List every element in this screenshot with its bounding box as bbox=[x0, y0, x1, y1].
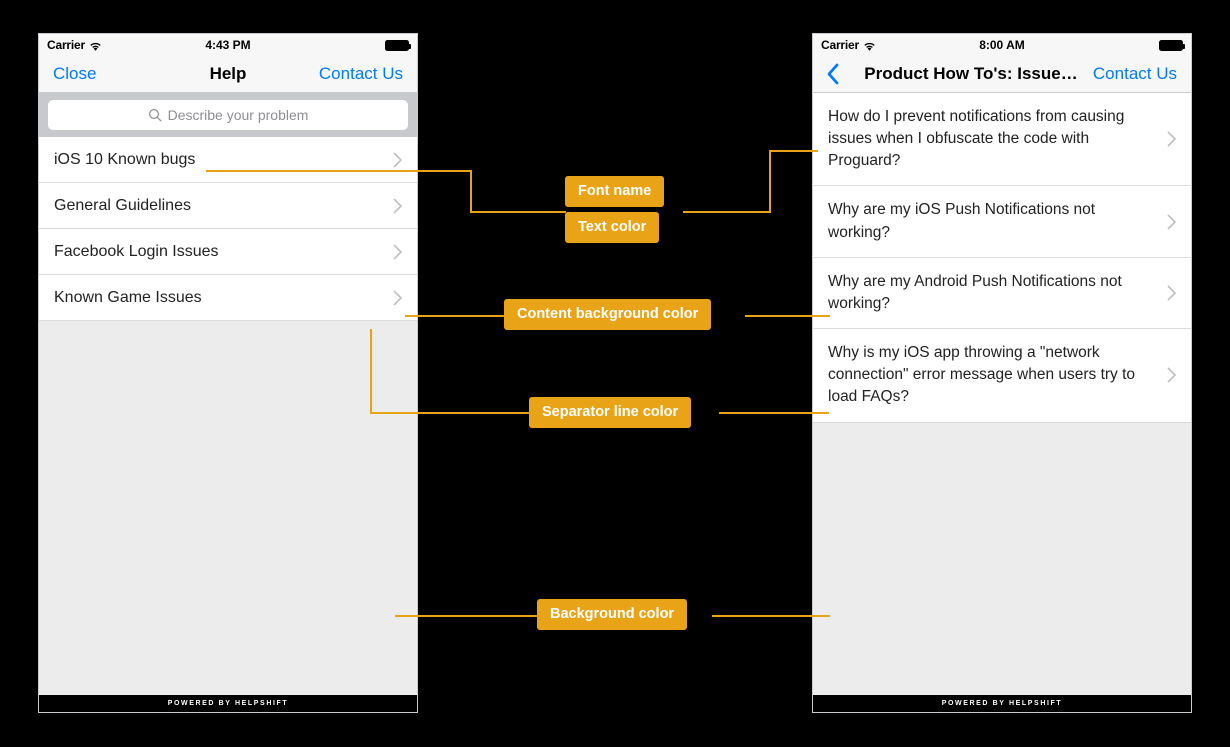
list-item-label: General Guidelines bbox=[54, 197, 191, 215]
search-icon bbox=[148, 108, 162, 122]
status-bar: Carrier 8:00 AM bbox=[813, 34, 1191, 56]
contact-us-button[interactable]: Contact Us bbox=[318, 64, 403, 83]
chevron-right-icon bbox=[1166, 366, 1177, 384]
leader-line-text-color-right bbox=[683, 211, 771, 213]
list-item[interactable]: Why is my iOS app throwing a "network co… bbox=[813, 329, 1191, 423]
annotation-text-color: Text color bbox=[565, 212, 660, 243]
chevron-right-icon bbox=[1166, 284, 1177, 302]
leader-line-font-name-left bbox=[470, 211, 566, 213]
list-item-label: Facebook Login Issues bbox=[54, 243, 219, 261]
back-chevron-icon bbox=[827, 63, 840, 85]
wifi-icon bbox=[863, 41, 876, 51]
list-item[interactable]: How do I prevent notifications from caus… bbox=[813, 93, 1191, 187]
list-item-label: Known Game Issues bbox=[54, 289, 202, 307]
list-item-label: Why are my iOS Push Notifications not wo… bbox=[828, 201, 1096, 241]
leader-line-content-bg-right bbox=[745, 315, 830, 317]
carrier-label: Carrier bbox=[821, 38, 859, 52]
annotation-background-color: Background color bbox=[537, 599, 688, 630]
list-item[interactable]: Facebook Login Issues bbox=[39, 229, 417, 276]
status-bar-left: Carrier bbox=[47, 38, 102, 52]
list-item-label: Why are my Android Push Notifications no… bbox=[828, 272, 1122, 312]
nav-bar: Close Help Contact Us bbox=[39, 56, 417, 93]
chevron-right-icon bbox=[392, 151, 403, 169]
nav-bar: Product How To's: Issue… Contact Us bbox=[813, 56, 1191, 93]
close-button[interactable]: Close bbox=[53, 64, 97, 83]
powered-by-footer: POWERED BY HELPSHIFT bbox=[813, 695, 1191, 712]
status-bar-left: Carrier bbox=[821, 38, 876, 52]
list-item-label: Why is my iOS app throwing a "network co… bbox=[828, 344, 1136, 406]
search-placeholder: Describe your problem bbox=[167, 107, 309, 123]
phone-screenshot-right: Carrier 8:00 AM Product How To's: Issue…… bbox=[812, 33, 1192, 713]
page-title: Product How To's: Issue… bbox=[864, 64, 1078, 83]
list-item[interactable]: Known Game Issues bbox=[39, 275, 417, 322]
leader-line-text-color-left bbox=[206, 170, 472, 172]
powered-by-footer: POWERED BY HELPSHIFT bbox=[39, 695, 417, 712]
faq-list: iOS 10 Known bugs General Guidelines Fac… bbox=[39, 137, 417, 322]
chevron-right-icon bbox=[1166, 130, 1177, 148]
faq-list: How do I prevent notifications from caus… bbox=[813, 93, 1191, 423]
leader-line-separator-right bbox=[719, 412, 829, 414]
leader-line-separator-vertical bbox=[370, 329, 372, 414]
leader-line-content-bg-left bbox=[405, 315, 505, 317]
status-bar-right bbox=[1159, 39, 1185, 51]
leader-line-separator-left bbox=[370, 412, 530, 414]
carrier-label: Carrier bbox=[47, 38, 85, 52]
list-item[interactable]: General Guidelines bbox=[39, 183, 417, 230]
battery-icon bbox=[1159, 39, 1185, 51]
leader-line-background-right bbox=[712, 615, 830, 617]
annotation-font-name: Font name bbox=[565, 176, 665, 207]
chevron-right-icon bbox=[392, 197, 403, 215]
search-input[interactable]: Describe your problem bbox=[48, 100, 408, 130]
search-bar-container: Describe your problem bbox=[39, 93, 417, 137]
status-bar-right bbox=[385, 39, 411, 51]
annotation-content-background-color: Content background color bbox=[504, 299, 712, 330]
status-bar: Carrier 4:43 PM bbox=[39, 34, 417, 56]
list-item[interactable]: Why are my iOS Push Notifications not wo… bbox=[813, 186, 1191, 258]
back-button[interactable] bbox=[827, 63, 840, 85]
leader-line-text-color-vertical bbox=[470, 170, 472, 212]
list-item-label: iOS 10 Known bugs bbox=[54, 151, 196, 168]
chevron-right-icon bbox=[392, 289, 403, 307]
leader-line-font-name-right bbox=[770, 150, 818, 152]
list-item-label: How do I prevent notifications from caus… bbox=[828, 108, 1125, 170]
chevron-right-icon bbox=[392, 243, 403, 261]
content-area: How do I prevent notifications from caus… bbox=[813, 93, 1191, 695]
wifi-icon bbox=[89, 41, 102, 51]
list-item[interactable]: iOS 10 Known bugs bbox=[39, 137, 417, 184]
battery-icon bbox=[385, 39, 411, 51]
content-area: iOS 10 Known bugs General Guidelines Fac… bbox=[39, 137, 417, 695]
contact-us-button[interactable]: Contact Us bbox=[1092, 64, 1177, 83]
leader-line-font-name-vertical bbox=[769, 150, 771, 212]
leader-line-background-left bbox=[395, 615, 538, 617]
list-item[interactable]: Why are my Android Push Notifications no… bbox=[813, 257, 1191, 330]
phone-screenshot-left: Carrier 4:43 PM Close Help Contact Us De… bbox=[38, 33, 418, 713]
annotation-separator-line-color: Separator line color bbox=[529, 397, 692, 428]
chevron-right-icon bbox=[1166, 213, 1177, 231]
